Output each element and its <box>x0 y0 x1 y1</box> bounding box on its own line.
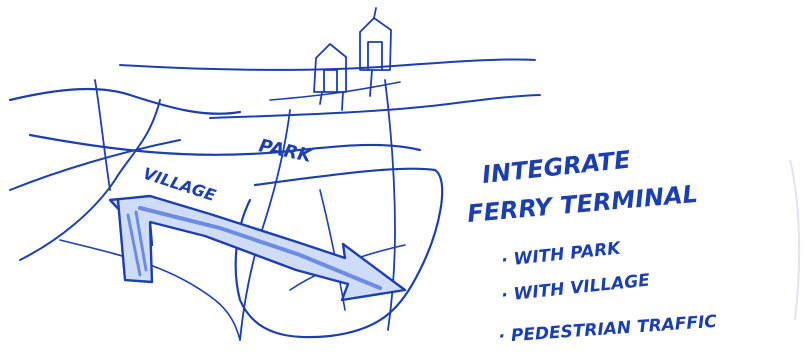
road-lower <box>210 95 540 118</box>
double-headed-arrow-icon <box>110 196 405 300</box>
park-label: PARK <box>257 135 315 167</box>
notes-heading-line1: INTEGRATE <box>481 145 633 188</box>
notes-bullet-pedestrian: · PEDESTRIAN TRAFFIC <box>498 312 718 347</box>
upper-shore-line <box>10 89 240 114</box>
coastline-strokes <box>10 59 540 340</box>
mid-shore-line <box>30 135 420 155</box>
left-vertical-stroke <box>95 80 110 190</box>
road-upper <box>120 59 535 69</box>
notes-block: INTEGRATE FERRY TERMINAL · WITH PARK · W… <box>466 145 718 347</box>
house-right-icon <box>360 18 391 70</box>
notes-bullet-village: · WITH VILLAGE <box>500 270 651 306</box>
house-right-door-icon <box>368 42 382 70</box>
page-edge-curve <box>790 160 799 320</box>
right-sweep <box>270 82 400 100</box>
house-left-door-icon <box>324 70 337 92</box>
notes-bullet-park: · WITH PARK <box>500 238 623 271</box>
